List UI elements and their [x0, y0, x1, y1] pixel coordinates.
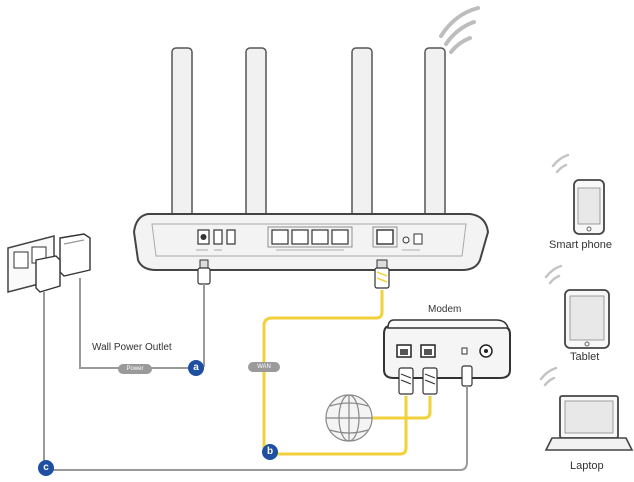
laptop-device	[539, 366, 634, 451]
tablet-device	[544, 264, 610, 349]
router-lan-ports	[271, 229, 349, 245]
tablet-label: Tablet	[570, 351, 600, 363]
router-antennas	[171, 47, 446, 249]
modem-label: Modem	[428, 304, 462, 315]
modem	[383, 319, 511, 379]
router-power-switch	[213, 229, 223, 245]
power-cable-router	[199, 284, 205, 369]
smart-phone-device	[551, 153, 605, 235]
router-power-plug	[197, 259, 211, 285]
router-wan-port	[376, 229, 394, 245]
internet-cable	[372, 396, 432, 420]
wall-power-outlet-label: Wall Power Outlet	[92, 342, 172, 353]
router	[132, 213, 490, 271]
power-adapter	[35, 233, 91, 293]
step-badge-a: a	[188, 360, 204, 376]
wan-cable-tag: WAN	[248, 362, 280, 372]
power-cable-adapter	[79, 278, 196, 369]
step-badge-c: c	[38, 460, 54, 476]
router-wifi-icon	[439, 6, 480, 54]
laptop-label: Laptop	[570, 460, 604, 472]
step-badge-b: b	[262, 444, 278, 460]
power-cable-tag: Power	[118, 364, 152, 374]
smart-phone-label: Smart phone	[549, 239, 612, 251]
modem-cable-plugs	[398, 365, 473, 395]
internet-globe-icon	[325, 394, 373, 442]
wan-cable	[262, 290, 408, 456]
wan-plug-router	[374, 259, 390, 289]
